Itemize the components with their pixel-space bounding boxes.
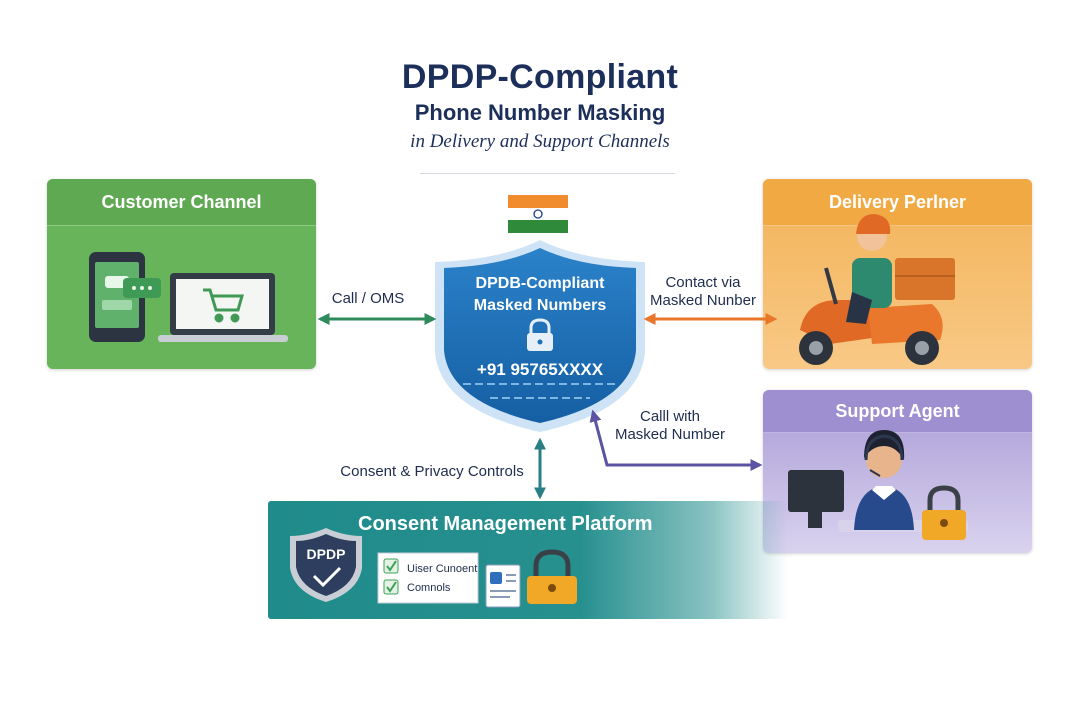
customer-edge-label: Call / OMS: [331, 290, 405, 307]
consent-item-controls: Comnols: [407, 582, 451, 594]
delivery-edge-label: Contact via Masked Nunber: [643, 274, 763, 310]
diagram-title: DPDP-Compliant: [401, 58, 679, 96]
delivery-partner-title: Delivery Perlner: [763, 179, 1032, 226]
dpdp-badge-label: DPDP: [306, 546, 346, 562]
masking-title-line-2: Masked Numbers: [473, 297, 607, 314]
support-lock-icon: [922, 485, 966, 540]
support-agent-title: Support Agent: [763, 390, 1032, 433]
shopping-cart-icon: [203, 288, 244, 323]
diagram-subtitle: Phone Number Masking: [414, 100, 666, 125]
support-agent-illustration: [788, 430, 968, 532]
chat-bubble-icon: [123, 278, 161, 298]
consent-platform-title: Consent Management Platform: [358, 513, 653, 535]
consent-lock-icon: [527, 549, 577, 604]
shield-lock-icon: [527, 318, 553, 351]
consent-edge-label: Consent & Privacy Controls: [340, 463, 524, 480]
delivery-edge-label-line-2: Masked Nunber: [650, 292, 756, 309]
dpdp-badge-icon: [290, 528, 362, 602]
diagram-tagline: in Delivery and Support Channels: [410, 131, 670, 152]
masked-number: +91 95765XXXX: [476, 360, 604, 379]
support-edge-label-line-1: Calll with: [639, 408, 700, 425]
support-masking-arrow: [589, 409, 763, 471]
title-divider: [420, 173, 675, 174]
laptop-icon: [158, 273, 288, 342]
delivery-edge-label-line-1: Contact via: [665, 274, 741, 291]
masking-title-line-1: DPDB-Compliant: [475, 275, 605, 292]
support-edge-label: Calll with Masked Number: [600, 408, 740, 444]
delivery-scooter-icon: [799, 214, 955, 365]
customer-channel-title: Customer Channel: [47, 179, 316, 226]
consent-document-icon: [485, 564, 521, 608]
india-flag-icon: [508, 195, 568, 233]
support-edge-label-line-2: Masked Number: [614, 426, 726, 443]
masking-node-title: DPDB-Compliant Masked Numbers: [440, 273, 640, 317]
consent-item-user-consent: Uiser Cunoent: [407, 563, 478, 575]
consent-checklist: [377, 552, 479, 604]
